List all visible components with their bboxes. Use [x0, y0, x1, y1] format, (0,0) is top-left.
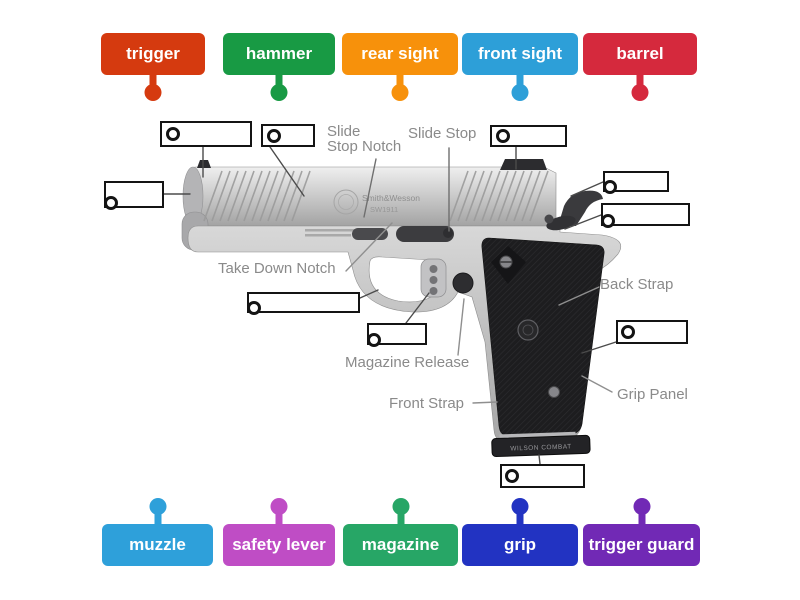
- drop-zone-ring: [496, 129, 510, 143]
- label-chip-front-sight[interactable]: front sight: [462, 33, 578, 101]
- chip-dot: [511, 498, 529, 515]
- chip-dot: [270, 84, 288, 101]
- label-chip-text: trigger: [126, 44, 180, 63]
- label-chip-hammer[interactable]: hammer: [223, 33, 335, 101]
- chip-dot: [511, 84, 529, 101]
- label-chip-magazine[interactable]: magazine: [343, 498, 458, 566]
- drop-zone-ring: [166, 127, 180, 141]
- chip-dot: [631, 84, 649, 101]
- label-chip-text: front sight: [477, 44, 563, 63]
- chip-stem: [149, 75, 157, 86]
- annotation-front-strap: Front Strap: [389, 395, 465, 412]
- label-chip-text: rear sight: [361, 44, 439, 63]
- annotation-back-strap: Back Strap: [600, 276, 674, 293]
- label-chip-text: hammer: [245, 44, 313, 63]
- chip-dot: [149, 498, 166, 515]
- chip-stem: [396, 75, 404, 86]
- label-chip-text: safety lever: [232, 535, 326, 554]
- annotation-grip-panel: Grip Panel: [617, 386, 688, 403]
- label-chip-barrel[interactable]: barrel: [583, 33, 697, 101]
- label-chip-trigger[interactable]: trigger: [101, 33, 205, 101]
- chip-dot: [392, 498, 409, 515]
- drop-zone-ring: [367, 333, 381, 347]
- slide-stop-shape: [396, 226, 454, 242]
- chip-stem: [275, 75, 283, 86]
- chip-stem: [638, 513, 645, 524]
- drop-zone-trigger-guard[interactable]: [247, 292, 360, 315]
- label-chip-muzzle[interactable]: muzzle: [102, 498, 213, 566]
- rear-sight-shape: [500, 159, 547, 170]
- label-chip-safety-lever[interactable]: safety lever: [223, 498, 335, 566]
- chip-stem: [516, 513, 524, 524]
- drop-zone-rear-sight[interactable]: [490, 125, 567, 147]
- drop-zone-ring: [621, 325, 635, 339]
- label-chip-text: magazine: [361, 535, 440, 554]
- annotation-magazine-release: Magazine Release: [345, 354, 470, 371]
- chip-stem: [397, 513, 404, 524]
- drop-zone-ring: [603, 180, 617, 194]
- annotation-slide-stop-notch: Slide Stop Notch: [327, 123, 402, 155]
- label-chip-text: barrel: [616, 44, 664, 63]
- chip-stem: [636, 75, 644, 86]
- drop-zone-barrel[interactable]: [261, 124, 315, 147]
- label-chip-trigger-guard[interactable]: trigger guard: [583, 498, 700, 566]
- safety-lever-shape: [546, 215, 576, 231]
- label-chip-text: muzzle: [129, 535, 186, 554]
- label-chip-text: trigger guard: [588, 535, 695, 554]
- drop-zone-ring: [601, 214, 615, 228]
- drop-zone-trigger[interactable]: [367, 323, 427, 347]
- chip-dot: [270, 498, 288, 515]
- magazine-release-shape: [452, 272, 474, 294]
- chip-stem: [275, 513, 283, 524]
- drop-zone-ring: [247, 301, 261, 315]
- annotation-pointer-lines: [345, 147, 613, 404]
- drop-zone-connector-lines: [163, 146, 617, 465]
- magazine-base-shape: WILSON COMBAT: [491, 431, 591, 458]
- chip-stem: [154, 513, 161, 524]
- drop-zone-grip[interactable]: [616, 320, 688, 344]
- drop-zone-ring: [104, 196, 118, 210]
- drop-zone-ring: [505, 469, 519, 483]
- chip-dot: [633, 498, 650, 515]
- label-chip-text: grip: [503, 535, 537, 554]
- chip-stem: [516, 75, 524, 86]
- drop-zone-ring: [267, 128, 281, 143]
- front-sight-shape: [197, 160, 211, 168]
- drop-zone-front-sight[interactable]: [160, 121, 252, 147]
- slide-engraving-brand: Smith&Wesson: [362, 193, 420, 203]
- chip-dot: [391, 84, 409, 101]
- drop-zone-magazine[interactable]: [500, 464, 585, 488]
- drop-zone-hammer[interactable]: [603, 171, 669, 194]
- drop-zone-muzzle[interactable]: [104, 181, 164, 210]
- annotation-slide-stop: Slide Stop: [408, 125, 477, 142]
- label-chip-grip[interactable]: grip: [462, 498, 578, 566]
- svg-text:WILSON COMBAT: WILSON COMBAT: [510, 443, 571, 452]
- chip-dot: [144, 84, 162, 101]
- annotation-take-down-notch: Take Down Notch: [218, 260, 336, 277]
- label-chip-rear-sight[interactable]: rear sight: [342, 33, 458, 101]
- drop-zone-safety-lever[interactable]: [601, 203, 690, 228]
- slide-engraving-model: SW1911: [370, 205, 398, 214]
